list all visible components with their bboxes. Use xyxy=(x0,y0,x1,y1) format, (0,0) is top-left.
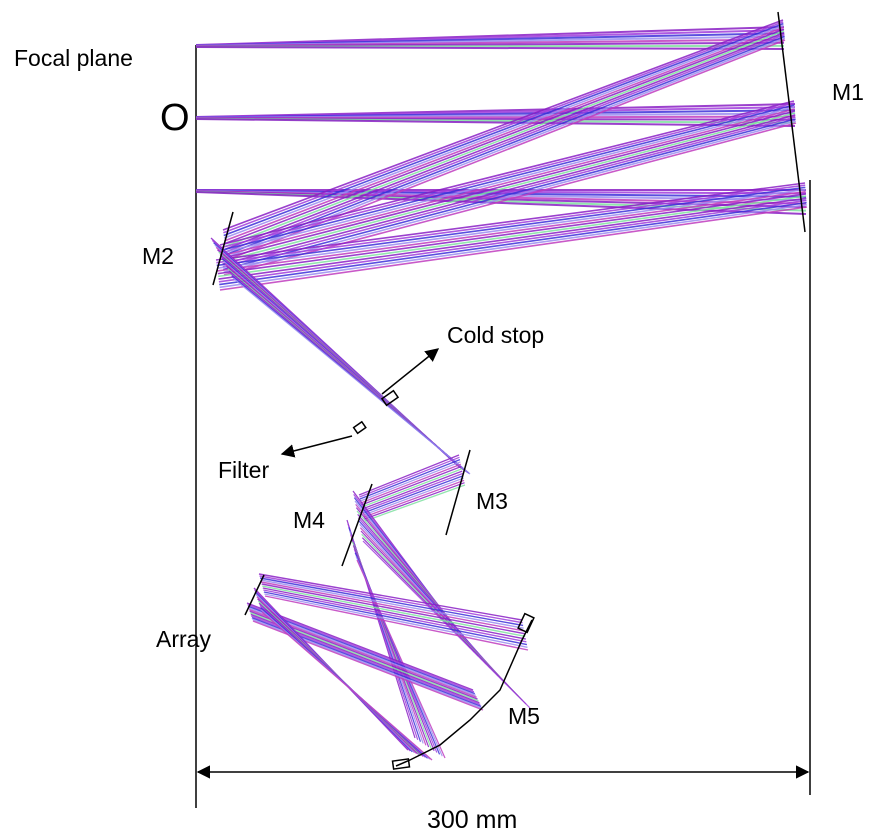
ray-m1-m2-c xyxy=(215,182,808,291)
mirror-m1 xyxy=(777,11,806,233)
ray-m5-array-a xyxy=(258,573,529,651)
ray-beam-middle xyxy=(195,103,796,127)
m1-label: M1 xyxy=(832,79,864,105)
ray-m2-m3 xyxy=(210,237,471,475)
array-detector xyxy=(244,574,265,616)
array-label: Array xyxy=(156,626,211,652)
m3-label: M3 xyxy=(476,488,508,514)
mirror-m3 xyxy=(445,449,471,536)
mirror-m5 xyxy=(391,612,535,770)
mirror-m2 xyxy=(212,211,234,286)
m4-label: M4 xyxy=(293,507,325,533)
ray-bundles xyxy=(195,19,808,761)
ray-m3-m4 xyxy=(358,454,466,522)
origin-label: O xyxy=(160,97,190,139)
focal-plane-frame xyxy=(195,45,811,808)
filter-pointer xyxy=(280,435,353,458)
focal-plane-label: Focal plane xyxy=(14,45,133,71)
m2-label: M2 xyxy=(142,243,174,269)
ray-m1-m2-b xyxy=(219,100,797,276)
ray-beam-top xyxy=(195,26,785,50)
cold-stop-pointer xyxy=(381,348,440,395)
filter-label: Filter xyxy=(218,457,269,483)
mirror-m4 xyxy=(341,483,373,567)
m5-label: M5 xyxy=(508,703,540,729)
cold-stop-element xyxy=(380,389,400,407)
cold-stop-label: Cold stop xyxy=(447,322,544,348)
filter-element xyxy=(352,420,367,435)
dimension-label: 300 mm xyxy=(427,806,517,834)
ray-m5-array-c xyxy=(253,587,433,761)
ray-m4-m5-b xyxy=(346,519,446,759)
